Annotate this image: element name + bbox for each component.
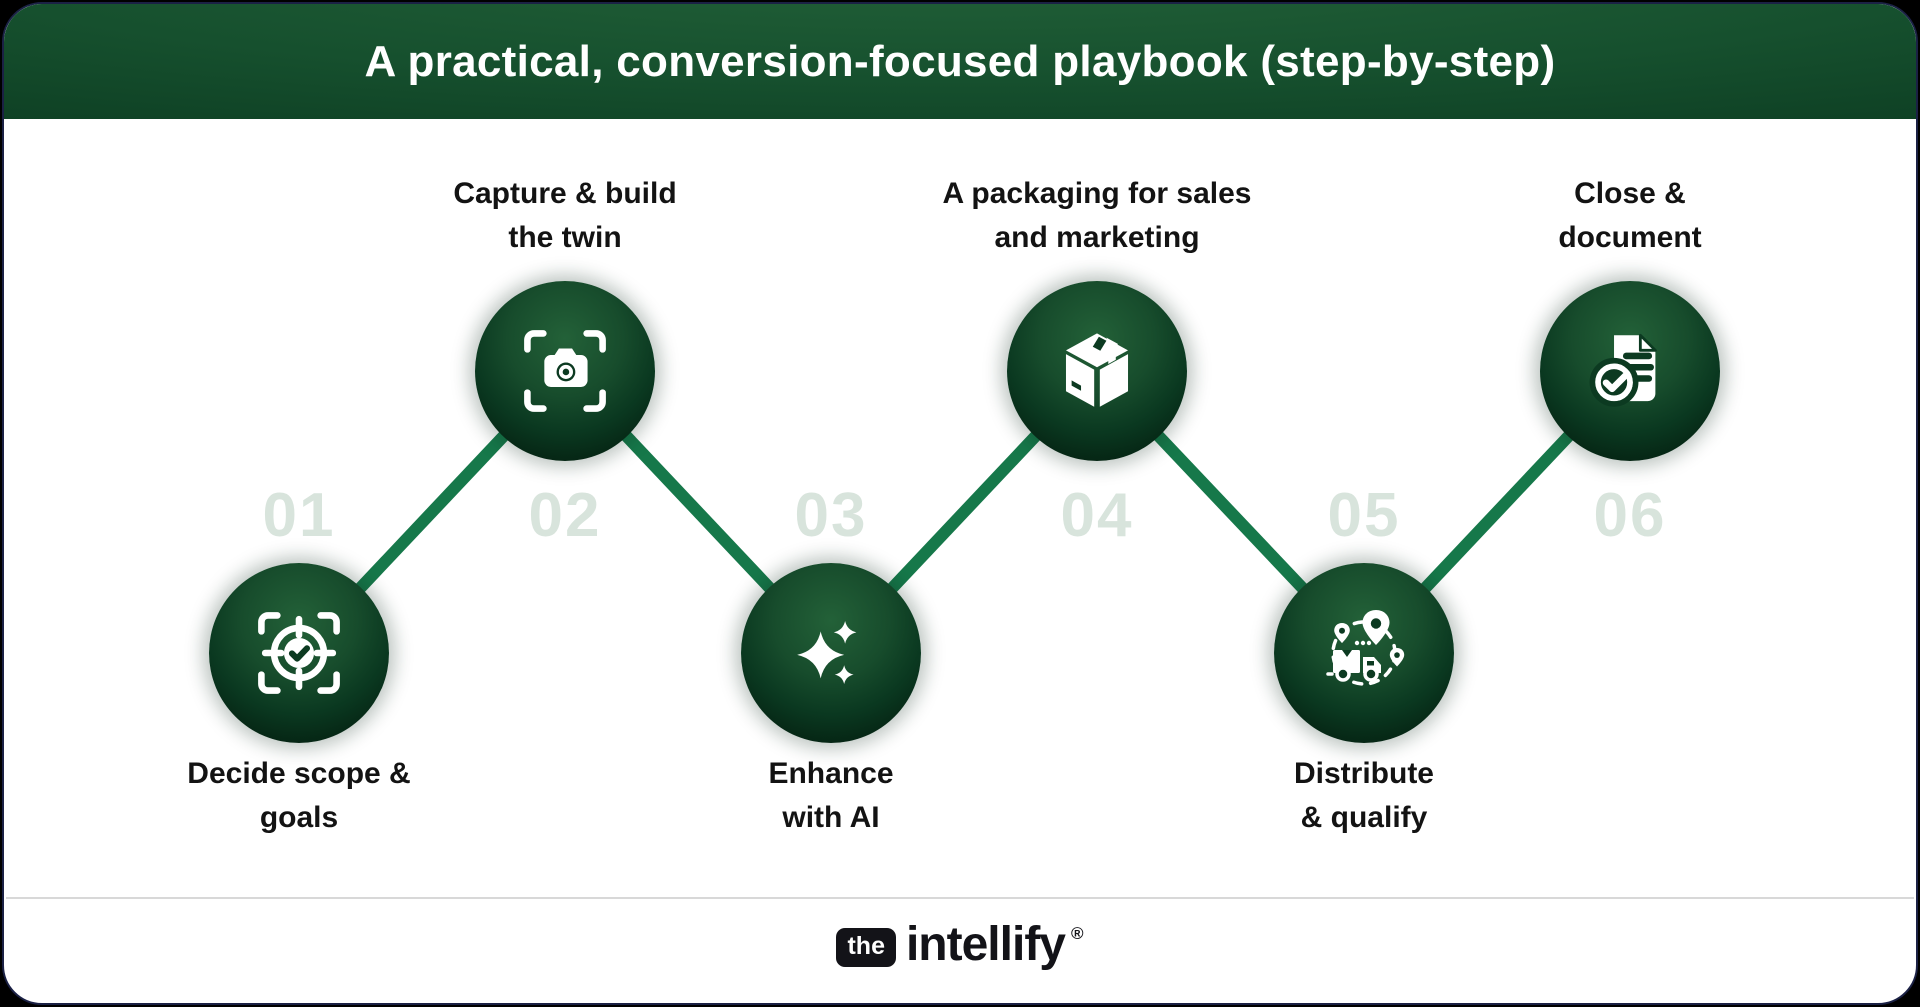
brand-wordmark: intellify <box>905 918 1066 971</box>
step-circle-01 <box>209 563 389 743</box>
target-check-icon <box>258 612 340 694</box>
step-label-04: A packaging for sales and marketing <box>867 172 1327 260</box>
step-label-line: A packaging for sales <box>942 177 1252 210</box>
step-number-01: 01 <box>262 481 336 550</box>
footer-divider <box>6 897 1914 899</box>
step-label-line: the twin <box>508 221 622 254</box>
step-label-05: Distribute & qualify <box>1134 752 1594 840</box>
package-box-icon <box>1065 333 1129 407</box>
page-title: A practical, conversion-focused playbook… <box>364 36 1556 86</box>
step-circle-04 <box>1007 281 1187 461</box>
step-number-05: 05 <box>1327 481 1401 550</box>
brand-logo: the intellify ® <box>4 918 1916 975</box>
step-label-line: Decide scope & <box>187 757 411 790</box>
document-check-icon <box>1589 333 1657 407</box>
sparkles-icon <box>797 621 857 685</box>
step-number-06: 06 <box>1593 481 1667 550</box>
step-label-line: Close & <box>1574 177 1686 210</box>
step-circle-03 <box>741 563 921 743</box>
registered-trademark-symbol: ® <box>1071 924 1084 943</box>
step-circle-06 <box>1540 281 1720 461</box>
step-label-02: Capture & build the twin <box>335 172 795 260</box>
step-label-line: and marketing <box>994 221 1200 254</box>
header-banner: A practical, conversion-focused playbook… <box>4 4 1916 119</box>
step-circle-05 <box>1274 563 1454 743</box>
step-label-01: Decide scope & goals <box>69 752 529 840</box>
step-number-03: 03 <box>794 481 868 550</box>
step-label-line: Capture & build <box>453 177 677 210</box>
step-label-06: Close & document <box>1400 172 1860 260</box>
step-label-line: & qualify <box>1300 801 1428 834</box>
step-label-line: document <box>1558 221 1702 254</box>
step-label-line: goals <box>259 801 339 834</box>
step-label-03: Enhance with AI <box>601 752 1061 840</box>
step-label-line: Distribute <box>1293 757 1434 790</box>
step-label-line: Enhance <box>768 757 894 790</box>
step-label-line: with AI <box>782 801 880 834</box>
step-number-04: 04 <box>1060 481 1134 550</box>
step-number-02: 02 <box>528 481 602 550</box>
delivery-truck-icon <box>1326 610 1405 686</box>
camera-capture-icon <box>524 330 606 412</box>
brand-badge-the: the <box>836 928 896 967</box>
step-circle-02 <box>475 281 655 461</box>
connector-lines <box>294 366 1635 658</box>
